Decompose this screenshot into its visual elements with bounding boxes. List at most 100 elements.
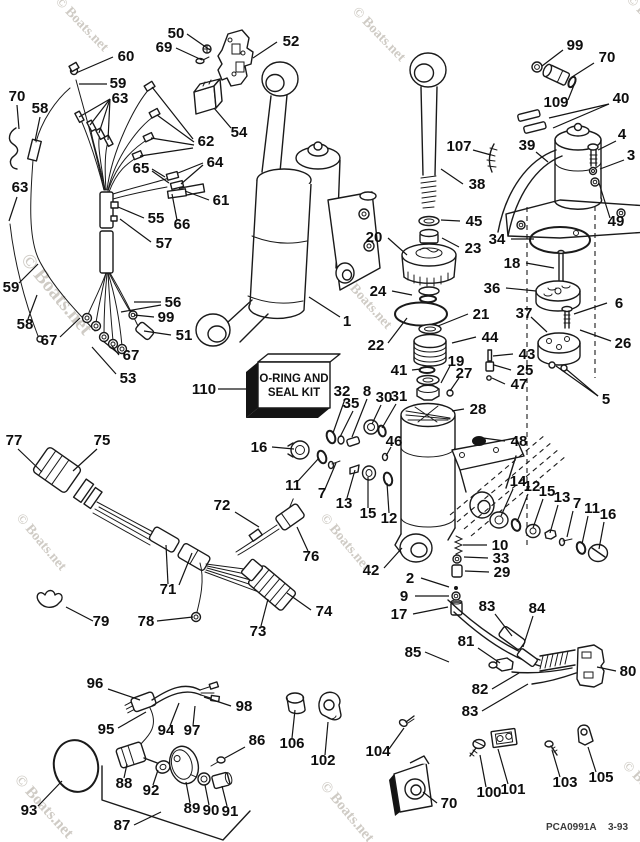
part-label-78: 78: [138, 613, 155, 630]
leader-line: [332, 398, 346, 434]
leader-line: [571, 62, 595, 78]
part-label-11: 11: [584, 500, 600, 517]
leader-line: [297, 457, 320, 482]
part-label-109: 109: [543, 94, 568, 111]
part-label-73: 73: [250, 623, 267, 640]
part-label-28: 28: [470, 401, 487, 418]
leader-line: [91, 346, 117, 375]
valve-parts: [449, 206, 596, 549]
leader-line: [346, 469, 356, 499]
leader-line: [493, 364, 512, 371]
leader-line: [494, 613, 513, 637]
leader-line: [17, 448, 43, 473]
part-label-7: 7: [318, 485, 326, 502]
leader-line: [598, 182, 611, 219]
part-label-52: 52: [283, 33, 300, 50]
part-label-59: 59: [110, 75, 127, 92]
part-label-96: 96: [87, 675, 104, 692]
part-label-47: 47: [511, 376, 528, 393]
seal-kit-line2: SEAL KIT: [268, 387, 320, 399]
part-label-110: 110: [192, 381, 216, 398]
leader-line: [75, 56, 114, 74]
leader-line: [451, 336, 477, 344]
leader-line: [117, 711, 147, 729]
leader-line: [271, 446, 295, 450]
part-label-19: 19: [448, 353, 465, 370]
watermark: © Boats.net: [619, 758, 640, 819]
part-label-87: 87: [114, 817, 131, 834]
part-label-40: 40: [613, 90, 630, 107]
leader-line: [587, 746, 597, 773]
leader-line: [120, 304, 162, 313]
part-label-85: 85: [405, 644, 422, 661]
part-label-26: 26: [615, 335, 632, 352]
part-label-48: 48: [511, 433, 528, 450]
leader-line: [522, 615, 534, 648]
leader-line: [339, 410, 354, 438]
leader-line: [530, 316, 548, 333]
part-label-75: 75: [94, 432, 111, 449]
leader-line: [133, 314, 155, 318]
part-label-77: 77: [6, 432, 23, 449]
leader-line: [500, 488, 514, 517]
leader-line: [324, 721, 329, 756]
leader-line: [391, 290, 413, 296]
leader-line: [308, 296, 341, 318]
part-label-25: 25: [517, 362, 534, 379]
leader-line: [296, 526, 309, 552]
leader-line: [549, 504, 559, 534]
leader-line: [505, 287, 537, 292]
leader-line: [107, 688, 141, 701]
leader-line: [497, 748, 509, 785]
part-label-71: 71: [160, 581, 177, 598]
leader-line: [411, 368, 422, 371]
leader-line: [213, 107, 232, 129]
trim-cylinder: [195, 61, 381, 347]
part-label-12: 12: [524, 478, 541, 495]
part-label-37: 37: [516, 305, 533, 322]
part-label-2: 2: [406, 570, 414, 587]
leader-line: [59, 317, 81, 338]
leader-line: [119, 218, 152, 243]
leader-line: [324, 462, 337, 490]
leader-line: [548, 103, 610, 119]
part-label-99: 99: [567, 37, 584, 54]
part-label-88: 88: [116, 775, 133, 792]
leader-line: [437, 313, 469, 327]
watermark: © Boats.net: [349, 4, 408, 65]
part-label-23: 23: [465, 240, 482, 257]
leader-line: [440, 168, 464, 185]
part-label-29: 29: [494, 564, 511, 581]
leader-line: [525, 262, 555, 269]
leader-line: [599, 159, 625, 170]
leader-line: [552, 103, 610, 129]
electric-motor: [486, 61, 640, 239]
part-label-18: 18: [504, 255, 521, 272]
part-label-6: 6: [615, 295, 623, 312]
leader-line: [252, 41, 278, 59]
part-label-46: 46: [386, 433, 403, 450]
leader-line: [143, 330, 172, 336]
part-label-17: 17: [391, 606, 408, 623]
part-label-66: 66: [174, 216, 191, 233]
part-label-22: 22: [368, 337, 385, 354]
leader-line: [18, 263, 39, 284]
part-label-53: 53: [120, 370, 137, 387]
watermark: © Boats.net: [13, 511, 69, 574]
leader-line: [151, 168, 166, 178]
leader-line: [16, 104, 20, 130]
leader-line: [221, 785, 228, 807]
part-label-38: 38: [469, 176, 486, 193]
leader-line: [117, 206, 145, 219]
part-label-83: 83: [479, 598, 496, 615]
leader-line: [171, 193, 178, 221]
part-label-100: 100: [476, 784, 501, 801]
part-label-74: 74: [316, 603, 333, 620]
leader-line: [479, 754, 487, 788]
watermark: © Boats.net: [317, 778, 377, 842]
leader-line: [286, 592, 312, 611]
leader-line: [37, 780, 63, 807]
part-label-59: 59: [3, 279, 20, 296]
leader-line: [291, 709, 296, 739]
